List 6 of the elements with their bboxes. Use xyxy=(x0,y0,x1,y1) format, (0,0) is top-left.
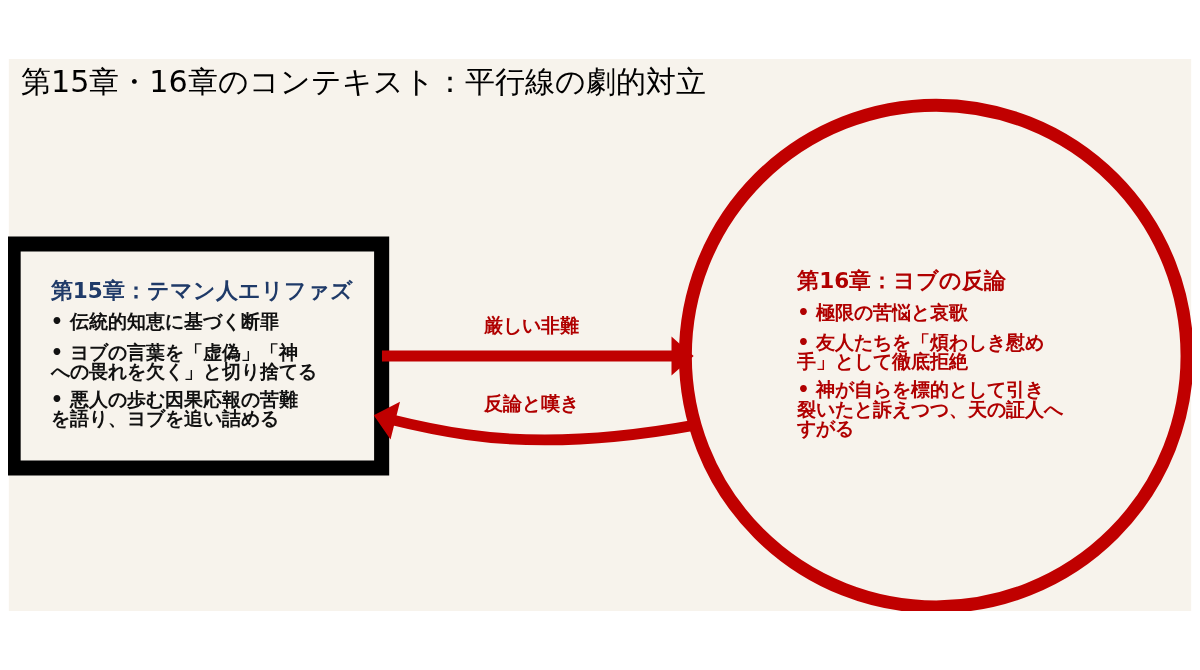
node-box: 第15章：テマン人エリファズ • 伝統的知恵に基づく断罪 • ヨブの言葉を「虚偽」「神への畏れを欠く」と切り捨てる • 悪人の歩む因果応報の苦難を語り、ヨブを追い詰める xyxy=(8,236,390,476)
edge-label: 反論と嘆き xyxy=(484,392,580,416)
node-circle: 第16章：ヨブの反論 • 極限の苦悩と哀歌 • 友人たちを「煩わしき慰め手」として徹底拒絶 • 神が自らを標的として引き裂いたと訴えつつ、天の証人へすがる xyxy=(678,98,1192,611)
arrow xyxy=(382,336,694,376)
edge-label: 厳しい非難 xyxy=(484,313,580,337)
diagram-title: 第15章・16章のコンテキスト：平行線の劇的対立 xyxy=(20,63,706,99)
